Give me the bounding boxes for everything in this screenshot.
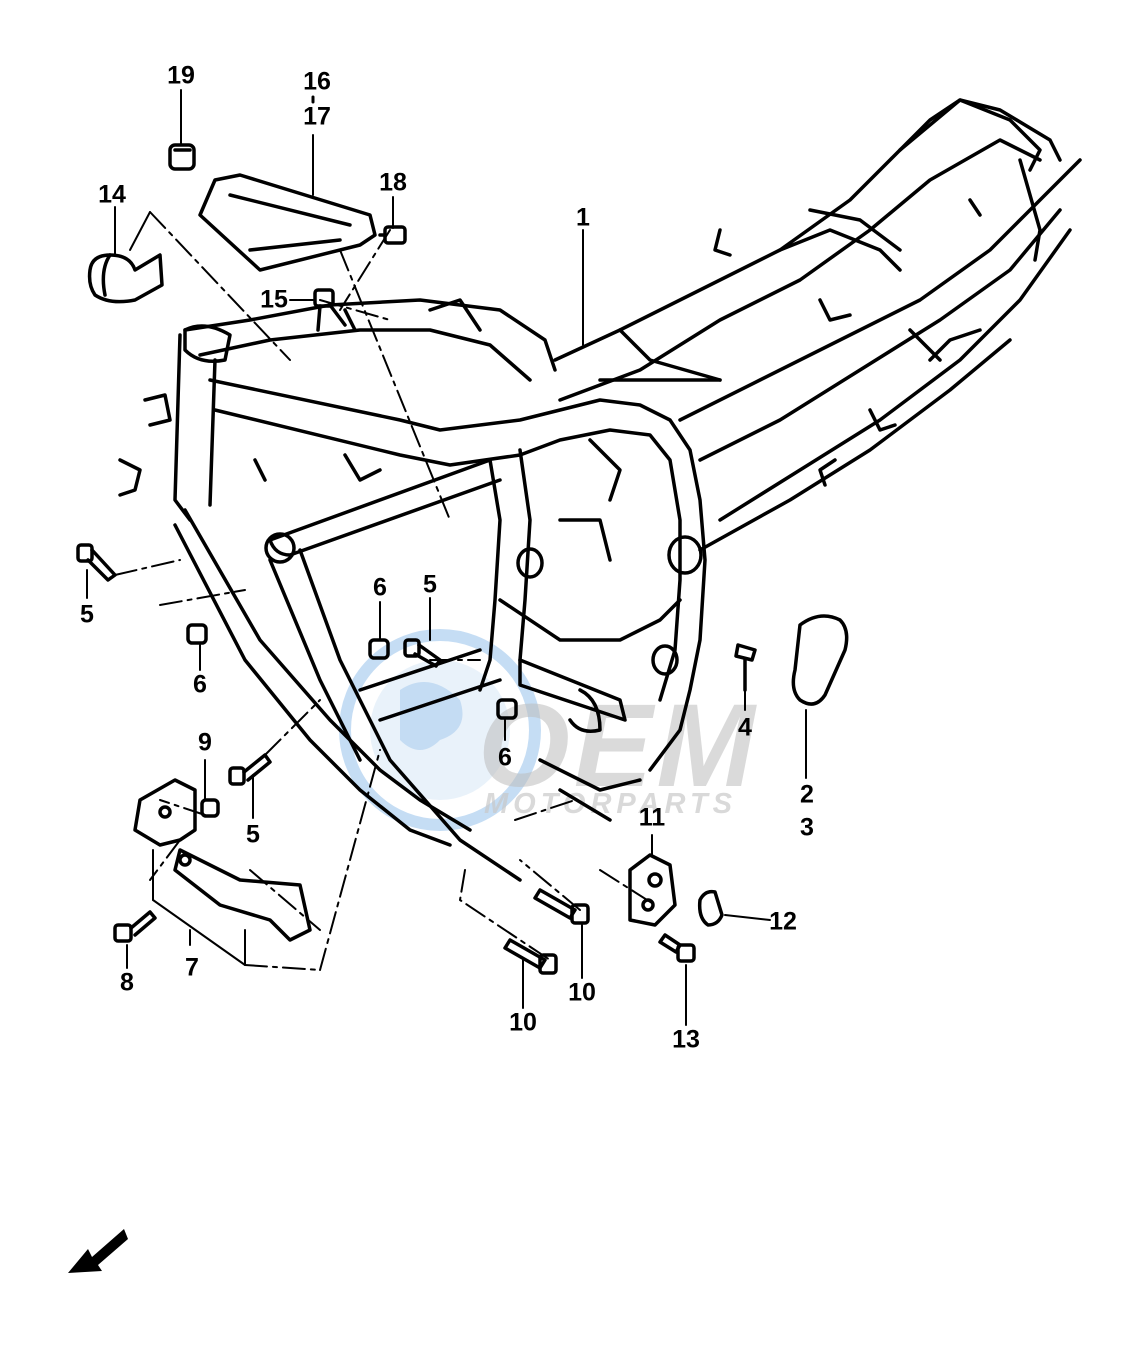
part-11-bracket [628, 853, 677, 927]
callout-8: 8 [120, 968, 134, 997]
callout-13: 13 [672, 1025, 700, 1054]
callout-3: 3 [800, 813, 814, 842]
part-7-bracket [133, 778, 312, 942]
callout-5-lower: 5 [246, 820, 260, 849]
callout-17: 17 [303, 102, 331, 131]
callout-10-right: 10 [568, 978, 596, 1007]
callout-1: 1 [576, 203, 590, 232]
part-18-bolt [378, 225, 407, 245]
part-19-nut [168, 143, 196, 171]
part-8-bolt [113, 910, 157, 943]
main-frame [118, 98, 1082, 882]
callout-4: 4 [738, 713, 752, 742]
part-2-3-plate [791, 614, 849, 706]
part-13-bolt [658, 933, 696, 963]
part-6-nuts [186, 623, 518, 720]
part-9-nut [200, 798, 220, 818]
callout-15: 15 [260, 285, 288, 314]
callout-6-center: 6 [373, 573, 387, 602]
part-10-bolts [503, 888, 590, 975]
callout-16: 16 [303, 67, 331, 96]
callout-6-left: 6 [193, 670, 207, 699]
part-4-screw [734, 643, 757, 692]
callout-12: 12 [769, 907, 797, 936]
part-5-bolts [76, 543, 442, 786]
callout-19: 19 [167, 61, 195, 90]
callout-10-left: 10 [509, 1008, 537, 1037]
callout-14: 14 [98, 180, 126, 209]
callout-6-right: 6 [498, 743, 512, 772]
part-14-cap [87, 253, 164, 304]
callout-11: 11 [638, 803, 666, 832]
part-16-17-cover [198, 173, 377, 272]
part-12-bush [697, 889, 724, 927]
callout-5-left: 5 [80, 600, 94, 629]
callout-5-center: 5 [423, 570, 437, 599]
assembly-lines [114, 211, 656, 971]
callout-7: 7 [185, 953, 199, 982]
leader-lines [86, 89, 807, 1026]
callout-2: 2 [800, 780, 814, 809]
front-direction-arrow-icon [68, 1229, 128, 1273]
callout-9: 9 [198, 728, 212, 757]
callout-18: 18 [379, 168, 407, 197]
part-15-bolt [313, 288, 335, 332]
